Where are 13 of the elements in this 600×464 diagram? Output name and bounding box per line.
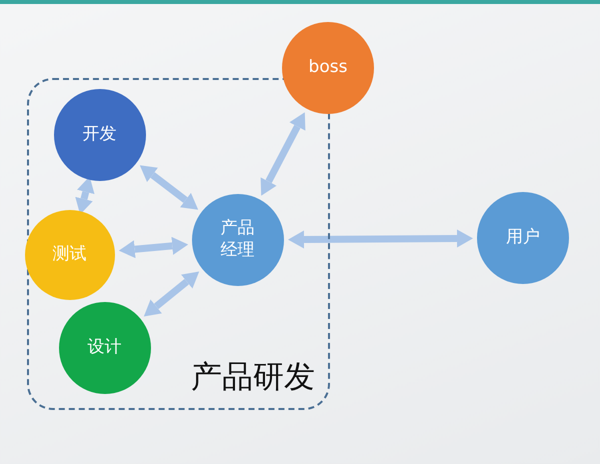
node-label: 测试 <box>52 244 88 266</box>
double-arrow <box>288 229 473 249</box>
dashed-group-box <box>27 78 330 410</box>
node-label: 用户 <box>505 227 541 249</box>
node-label: 开发 <box>82 124 118 146</box>
double-arrow <box>260 112 306 196</box>
double-arrow <box>118 236 188 258</box>
double-arrow <box>144 272 200 316</box>
group-heading: 产品研发 <box>191 358 315 397</box>
node-label: 设计 <box>86 336 122 358</box>
node-label: 产品经理 <box>220 218 256 261</box>
double-arrow <box>140 165 198 210</box>
node-label: boss <box>308 57 348 79</box>
